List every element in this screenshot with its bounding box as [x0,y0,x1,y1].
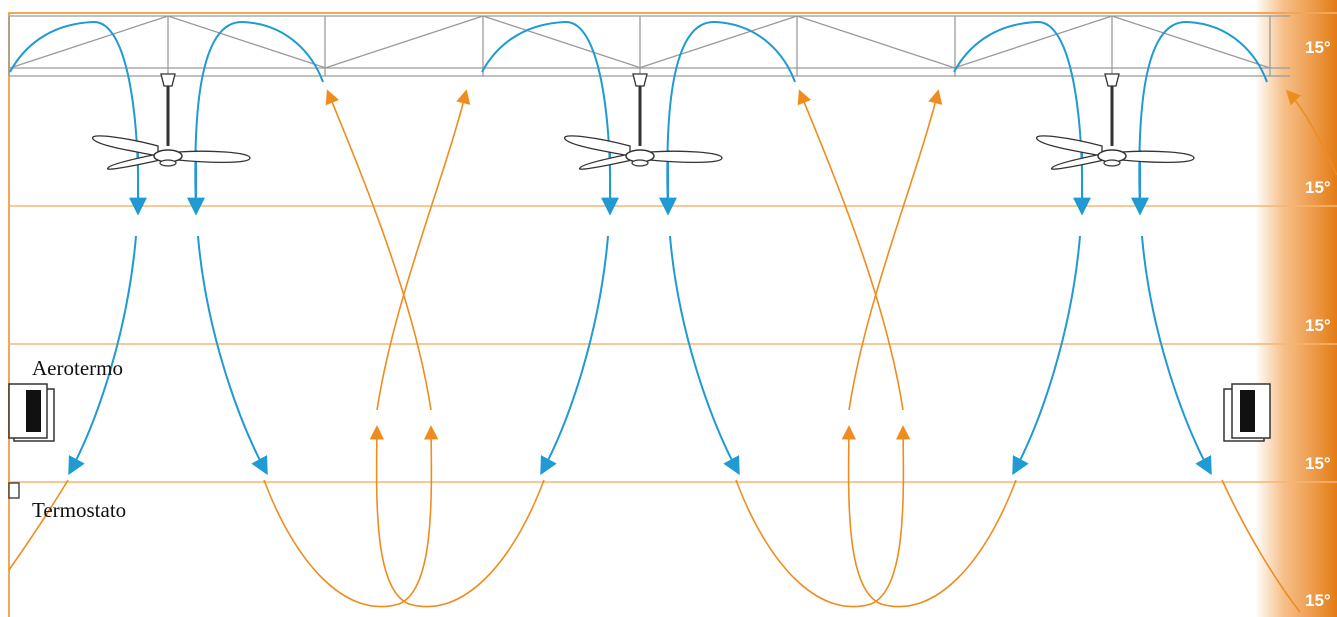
cold-flow-arrow [68,235,137,476]
warm-flow-path [8,479,69,571]
warm-flow-path [369,425,545,608]
warm-flow-arrow [848,89,943,411]
fan-blade [1036,135,1103,157]
temperature-readings: 15° 15° 15° 15° 15° [1305,38,1331,610]
fan-cap [631,159,649,167]
fan-blade [649,150,723,164]
truss-diagonal [953,15,1113,69]
warm-air-flows [8,89,1337,613]
cold-air-flows [9,20,1268,476]
temperature-reading: 15° [1305,454,1331,473]
truss-diagonal [1111,15,1271,69]
warm-flow-path [735,425,911,608]
fan-blade [1051,153,1105,170]
cold-flow-arrow [1012,235,1081,476]
temperature-bands [9,205,1337,483]
warm-flow-path [1221,479,1301,613]
cold-flow-path [481,20,612,211]
fan-blade [107,153,161,170]
fan-cap [1103,159,1121,167]
cold-flow-path [953,20,1084,211]
ceiling-fans [92,73,1195,170]
cold-flow-path [666,20,796,211]
ceiling-fan-icon [564,73,723,170]
ceiling-fan-icon [92,73,251,170]
fan-mount [632,73,648,87]
roof-truss [8,15,1290,77]
fan-blade [177,150,251,164]
cold-flow-arrow [540,235,609,476]
temperature-reading: 15° [1305,591,1331,610]
truss-diagonal [9,15,169,69]
thermostat-label: Termostato [32,498,126,522]
temperature-reading: 15° [1305,38,1331,57]
heater-label: Aerotermo [32,356,123,380]
fan-cap [159,159,177,167]
truss-diagonal [638,15,798,69]
truss-diagonal [482,15,642,69]
fan-mount [1104,73,1120,87]
temperature-reading: 15° [1305,316,1331,335]
cold-flow-path [1138,20,1268,211]
warm-flow-arrow [325,89,432,411]
temperature-reading: 15° [1305,178,1331,197]
cold-flow-path [194,20,324,211]
fan-blade [579,153,633,170]
cold-flow-arrow [1141,235,1212,476]
warm-flow-arrow [797,89,904,411]
unit-heater-icon [8,383,55,442]
truss-diagonal [167,15,327,69]
unit-heater-icon [1223,383,1271,442]
cold-flow-arrow [197,235,268,476]
warm-flow-arrow [1286,89,1337,176]
thermostat-icon [8,482,20,499]
ceiling-fan-icon [1036,73,1195,170]
warm-flow-path [263,425,439,608]
truss-diagonal [324,15,484,69]
cold-flow-path [9,20,140,211]
warm-flow-path [841,425,1017,608]
cold-flow-arrow [669,235,740,476]
warm-wall-gradient [1255,0,1337,617]
fan-mount [160,73,176,87]
fan-blade [92,135,159,157]
truss-diagonal [796,15,956,69]
fan-blade [1121,150,1195,164]
warm-flow-arrow [376,89,471,411]
fan-blade [564,135,631,157]
